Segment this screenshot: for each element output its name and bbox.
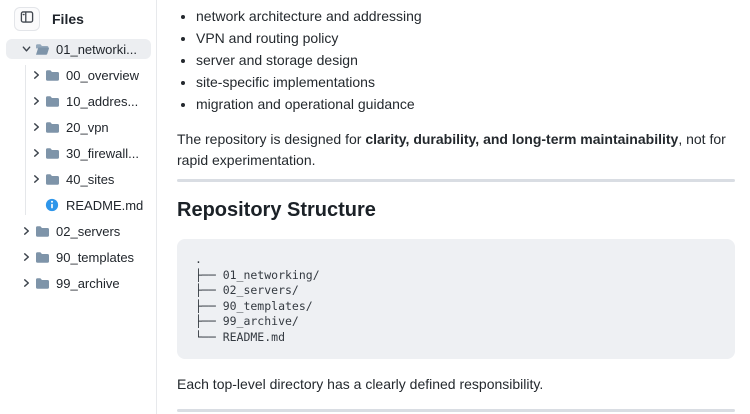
folder-icon <box>35 250 50 264</box>
chevron-right-icon <box>22 226 31 236</box>
folder-icon <box>45 94 60 108</box>
design-goal-paragraph: The repository is designed for clarity, … <box>177 129 735 171</box>
chevron-right-icon <box>32 174 41 184</box>
bullet-item: migration and operational guidance <box>196 96 735 113</box>
feature-bullet-list: network architecture and addressingVPN a… <box>177 8 735 113</box>
tree-item-label: 00_overview <box>66 67 139 83</box>
tree-item-folder[interactable]: 01_networki... <box>6 39 151 59</box>
tree-item-label: README.md <box>66 197 144 213</box>
sidebar-header: Files <box>0 0 156 38</box>
folder-icon <box>35 224 50 238</box>
horizontal-rule <box>177 408 735 412</box>
folder-icon <box>45 172 60 186</box>
directory-tree-code-block: . ├── 01_networking/ ├── 02_servers/ ├──… <box>177 239 735 359</box>
tree-item-label: 10_addres... <box>66 93 139 109</box>
tree-item-folder[interactable]: 99_archive <box>6 273 151 293</box>
file-explorer-sidebar: Files 01_networki... 00_overview 10_addres… <box>0 0 157 414</box>
paragraph-text: The repository is designed for <box>177 131 366 147</box>
tree-item-folder[interactable]: 90_templates <box>6 247 151 267</box>
tree-item-folder[interactable]: 00_overview <box>6 65 151 85</box>
folder-icon <box>45 68 60 82</box>
tree-item-label: 02_servers <box>56 223 121 239</box>
sidebar-toggle-icon <box>20 10 34 29</box>
bullet-item: server and storage design <box>196 52 735 69</box>
tree-item-label: 01_networki... <box>56 41 137 57</box>
bullet-item: site-specific implementations <box>196 74 735 91</box>
tree-indent-guide <box>25 65 26 215</box>
horizontal-rule <box>177 179 735 182</box>
tree-item-label: 99_archive <box>56 275 120 291</box>
tree-item-label: 20_vpn <box>66 119 109 135</box>
folder-icon <box>45 120 60 134</box>
tree-item-folder[interactable]: 02_servers <box>6 221 151 241</box>
sidebar-title: Files <box>52 11 84 27</box>
code-text: . ├── 01_networking/ ├── 02_servers/ ├──… <box>195 252 320 344</box>
folder-icon <box>45 146 60 160</box>
chevron-down-icon <box>22 44 31 54</box>
tree-item-folder[interactable]: 20_vpn <box>6 117 151 137</box>
tree-item-label: 30_firewall... <box>66 145 139 161</box>
chevron-right-icon <box>22 252 31 262</box>
sidebar-toggle-button[interactable] <box>14 7 40 31</box>
chevron-right-icon <box>22 278 31 288</box>
tree-item-folder[interactable]: 30_firewall... <box>6 143 151 163</box>
paragraph-text: , not for rapid experimentation. <box>177 131 726 168</box>
chevron-right-icon <box>32 148 41 158</box>
section-heading: Repository Structure <box>177 199 376 221</box>
tree-item-label: 40_sites <box>66 171 115 187</box>
chevron-right-icon <box>32 122 41 132</box>
paragraph-bold-text: clarity, durability, and long-term maint… <box>365 131 679 147</box>
responsibility-paragraph: Each top-level directory has a clearly d… <box>177 375 544 392</box>
tree-item-folder[interactable]: 10_addres... <box>6 91 151 111</box>
folder-icon <box>35 276 50 290</box>
chevron-right-icon <box>32 70 41 80</box>
bullet-item: network architecture and addressing <box>196 8 735 25</box>
tree-item-folder[interactable]: 40_sites <box>6 169 151 189</box>
markdown-preview-pane: network architecture and addressingVPN a… <box>157 0 750 414</box>
folder-open-icon <box>35 42 50 56</box>
info-icon <box>45 198 60 212</box>
chevron-right-icon <box>32 96 41 106</box>
tree-item-file[interactable]: README.md <box>6 195 151 215</box>
bullet-item: VPN and routing policy <box>196 30 735 47</box>
file-tree: 01_networki... 00_overview 10_addres... 20_… <box>0 39 156 293</box>
tree-item-label: 90_templates <box>56 249 135 265</box>
